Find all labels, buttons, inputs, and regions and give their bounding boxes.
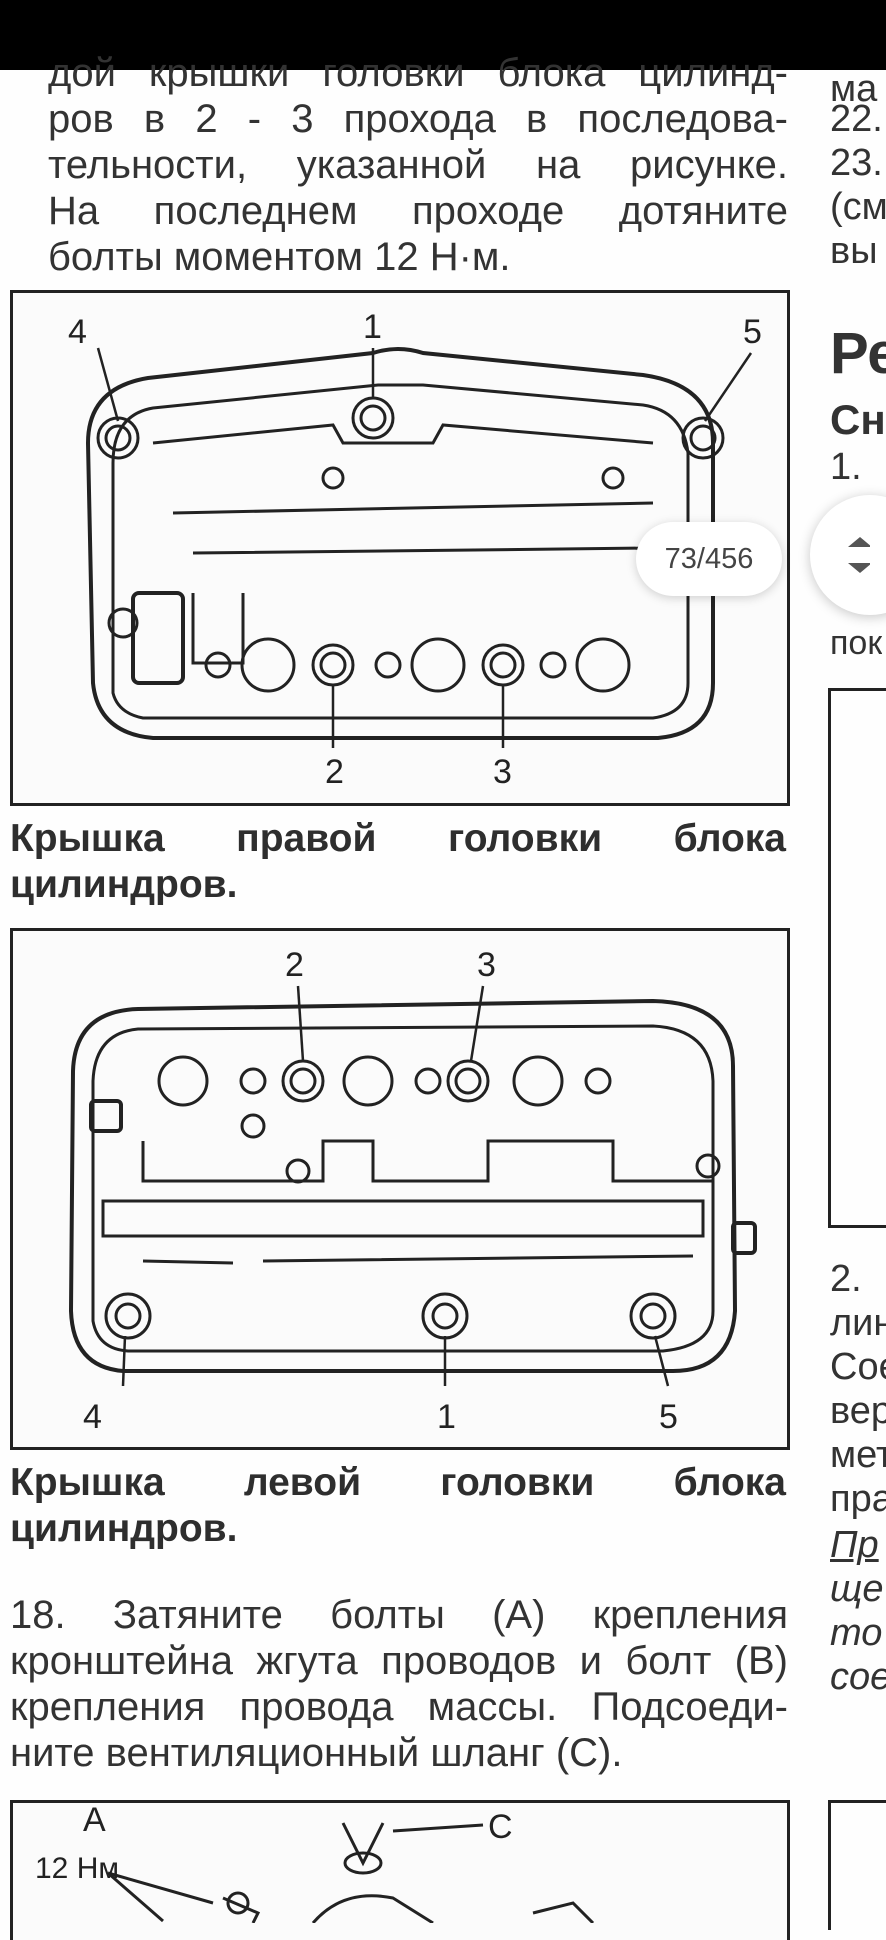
- text-line: ма: [830, 78, 878, 110]
- text-line: тельности, указанной на рисунке.: [48, 143, 788, 187]
- figure-label: 3: [477, 946, 496, 984]
- text-line: Сое: [830, 1346, 886, 1388]
- right-column-top: ма 22. 23. (см вы: [830, 78, 886, 274]
- caption-line: Крышка левой головки блока: [10, 1461, 786, 1504]
- caption-line: цилиндров.: [10, 1507, 238, 1550]
- note-italic: Пр ще то сое: [830, 1524, 886, 1700]
- text-line: дой крышки головки блока цилинд-: [48, 51, 788, 95]
- figure-label: 4: [68, 313, 87, 351]
- caption-line: Крышка правой головки блока: [10, 817, 786, 860]
- figure-label: 1: [363, 308, 382, 346]
- up-down-chevron-icon: [848, 537, 872, 573]
- text-line: пок: [830, 624, 883, 662]
- text-line: ров в 2 - 3 прохода в последова-: [48, 97, 788, 141]
- text-line: ще: [830, 1568, 884, 1610]
- text-line: сое: [830, 1656, 886, 1698]
- figure-label: 2: [285, 946, 304, 984]
- figure-label: C: [488, 1808, 513, 1846]
- text-line: ните вентиляционный шланг (С).: [10, 1731, 623, 1775]
- caption-left-head-cover: Крышка левой головки блока цилиндров.: [10, 1460, 786, 1552]
- text-line: вы: [830, 230, 878, 272]
- text-line: лин: [830, 1302, 886, 1344]
- text-line: На последнем проходе дотяните: [48, 189, 788, 233]
- text-line: вер: [830, 1390, 886, 1432]
- text-line: 23.: [830, 142, 883, 184]
- item-2: 2. лин Сое вер мет пра: [830, 1258, 886, 1522]
- figure-label: 2: [325, 753, 344, 791]
- figure-label: 5: [659, 1398, 678, 1436]
- intro-paragraph: дой крышки головки блока цилинд- ров в 2…: [48, 50, 788, 280]
- text-line: 2.: [830, 1258, 862, 1300]
- text-line: крепления провода массы. Подсоеди-: [10, 1685, 788, 1729]
- caption-line: цилиндров.: [10, 863, 238, 906]
- text-line: (см: [830, 186, 886, 228]
- figure-label: 1: [437, 1398, 456, 1436]
- figure-harness-bracket: A 12 Нм C: [10, 1800, 790, 1940]
- step-18-paragraph: 18. Затяните болты (А) крепления кронште…: [10, 1592, 788, 1776]
- text-line: болты моментом 12 Н·м.: [48, 235, 511, 279]
- item-1: 1.: [830, 446, 862, 488]
- text-line: 18. Затяните болты (А) крепления: [10, 1593, 788, 1637]
- subsection-heading: Сн: [830, 396, 886, 443]
- scroll-handle[interactable]: [810, 495, 886, 615]
- figure-label: 5: [743, 313, 762, 351]
- right-figure-frame-2: [828, 1800, 886, 1930]
- text-line: Пр: [830, 1524, 879, 1566]
- text-line: 22.: [830, 98, 883, 140]
- figure-label: 12 Нм: [35, 1852, 119, 1885]
- caption-right-head-cover: Крышка правой головки блока цилиндров.: [10, 816, 786, 908]
- figure-label: A: [83, 1803, 106, 1839]
- text-line: кронштейна жгута проводов и болт (В): [10, 1639, 788, 1683]
- text-line: пра: [830, 1478, 886, 1520]
- figure-label: 3: [493, 753, 512, 791]
- page-indicator: 73/456: [636, 522, 782, 596]
- right-figure-frame: [828, 688, 886, 1228]
- figure-left-head-cover: 1 2 3 4 5: [10, 928, 790, 1450]
- text-line: мет: [830, 1434, 886, 1476]
- status-bar: [0, 0, 886, 70]
- section-heading: Ре: [830, 321, 886, 386]
- text-line: то: [830, 1612, 883, 1654]
- figure-label: 4: [83, 1398, 102, 1436]
